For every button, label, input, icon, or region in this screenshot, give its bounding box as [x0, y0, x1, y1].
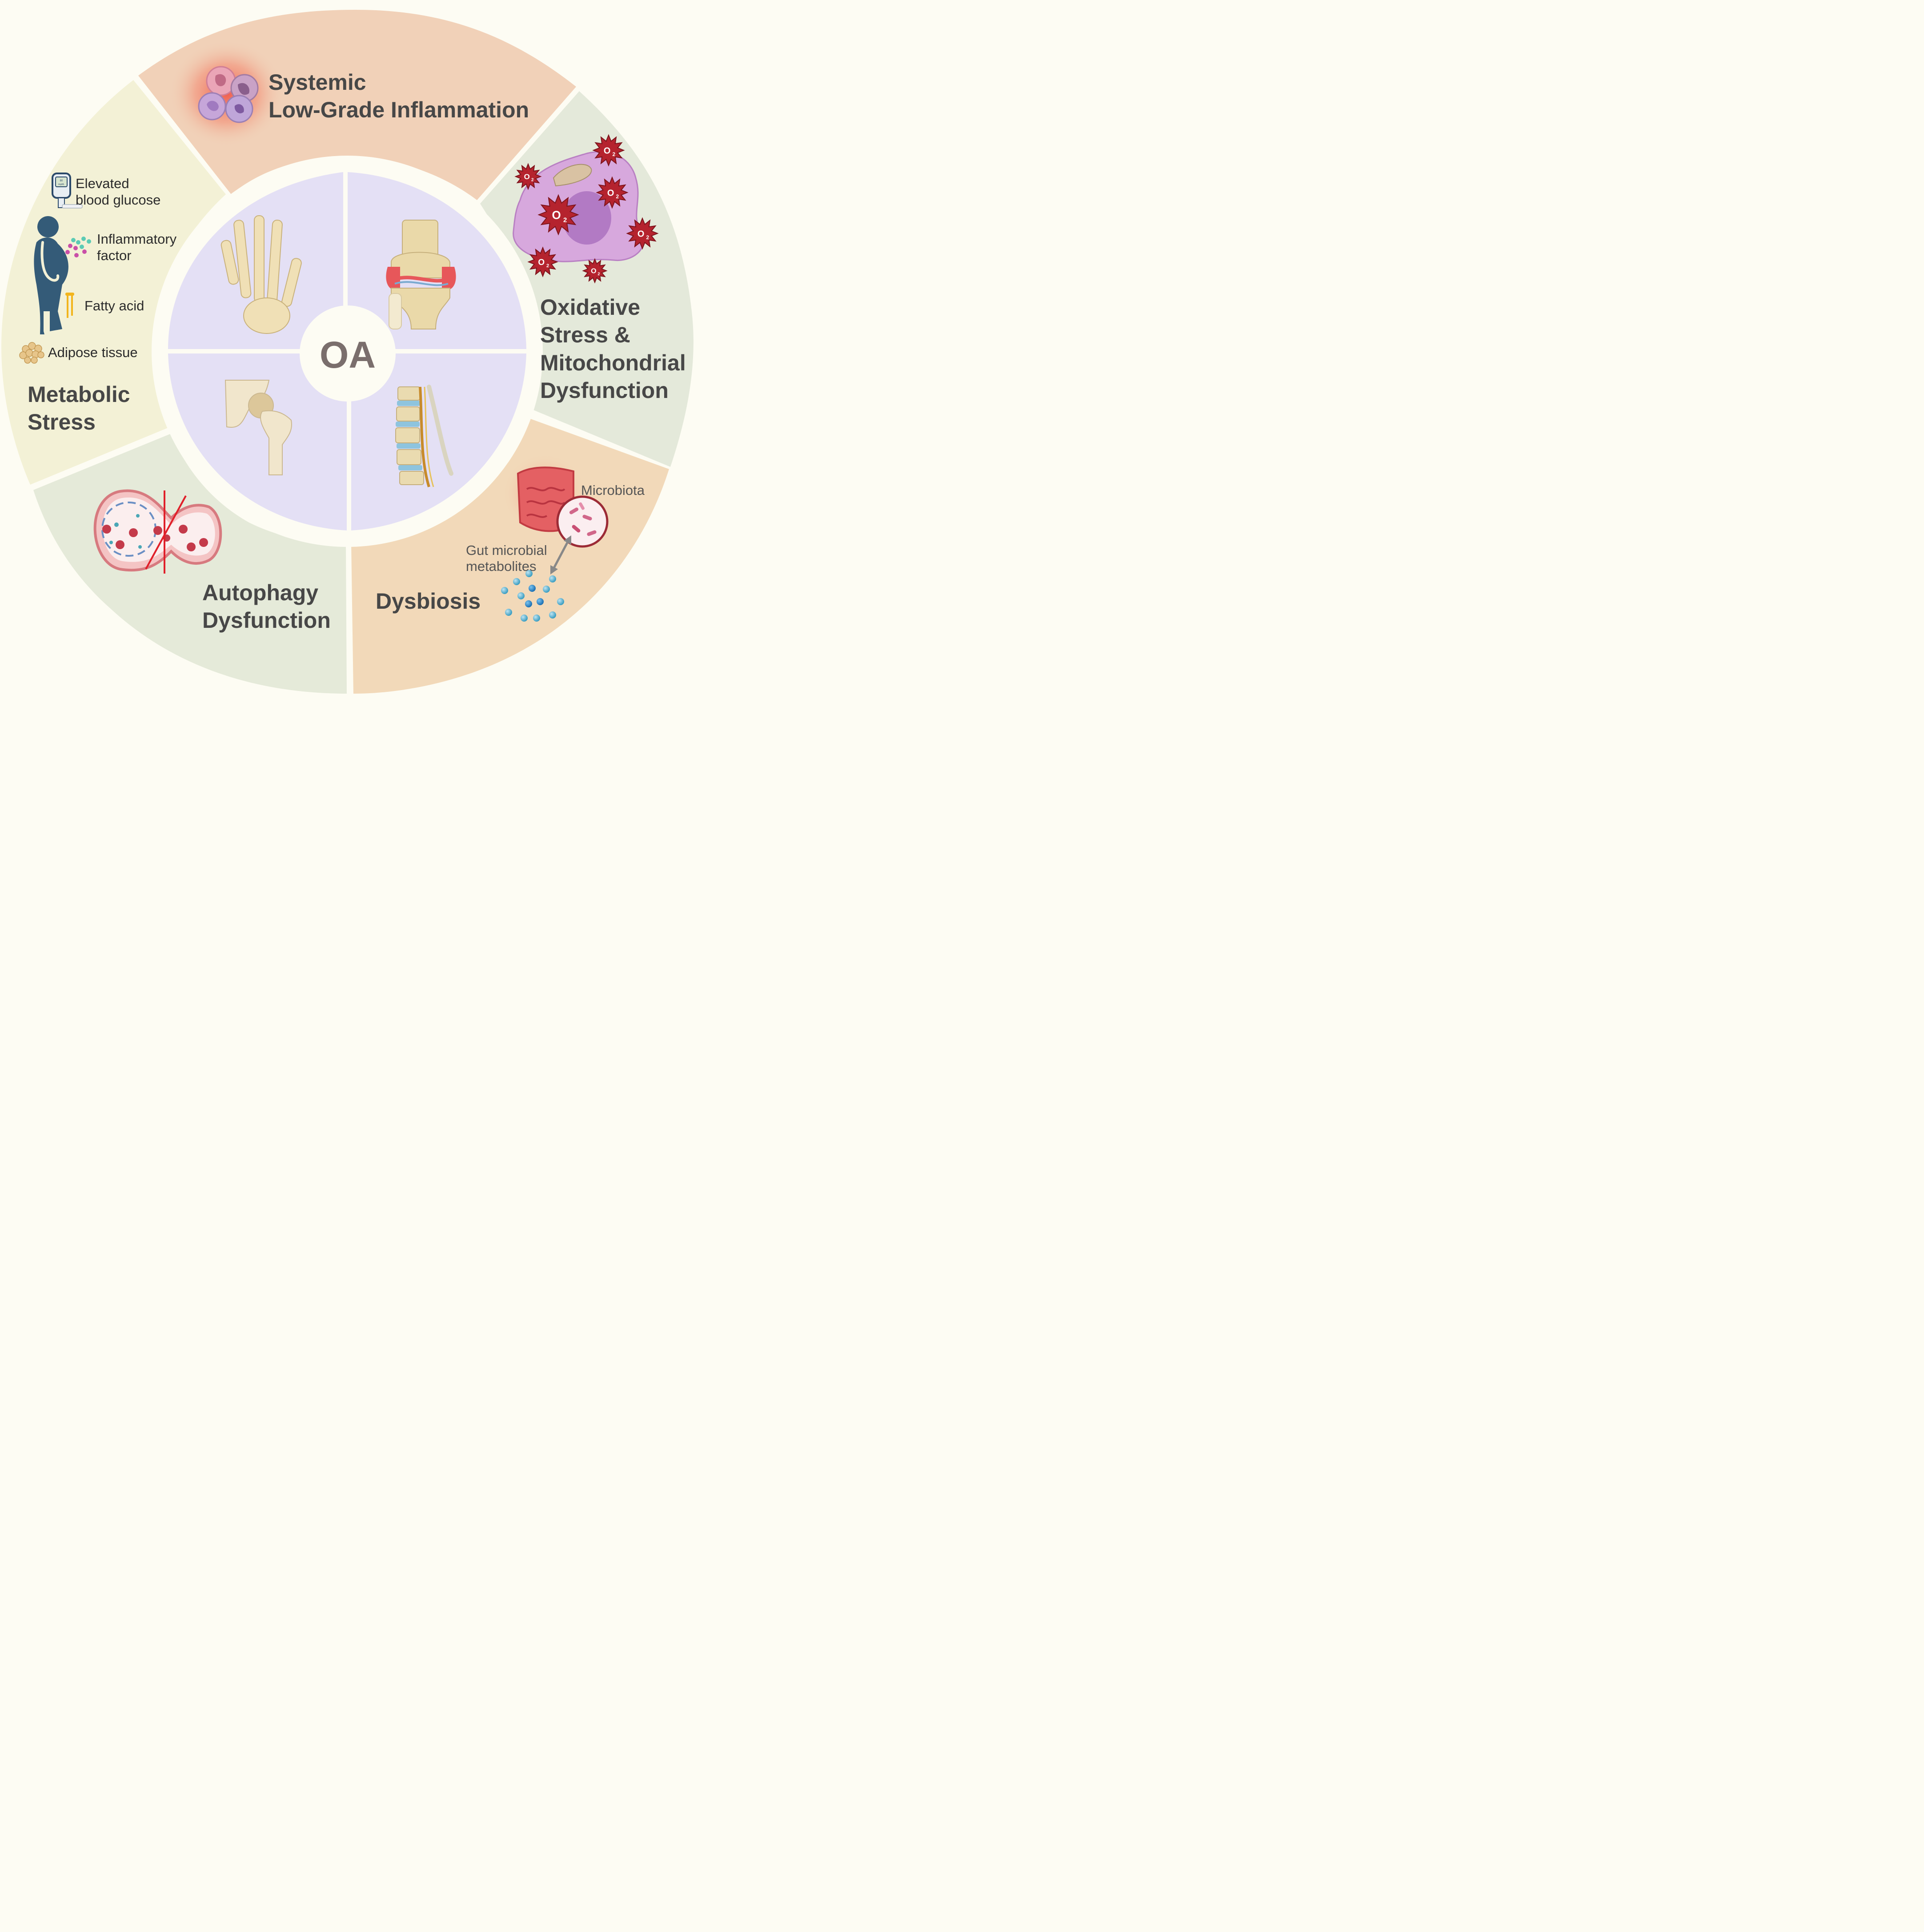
cell-with-ros-icon: [513, 151, 644, 262]
superoxide-label: O: [637, 229, 645, 239]
oxidative-title-line3: Mitochondrial: [540, 350, 686, 375]
oxidative-title-line1: Oxidative: [540, 295, 640, 320]
hand-skeleton-icon: [220, 215, 302, 334]
blocked-cross-icon: [145, 490, 187, 574]
metabolic-title-line2: Stress: [28, 410, 96, 434]
inner-quadrant-bl: [168, 353, 347, 530]
oa-diagram: OA: [0, 0, 694, 697]
inner-circle: OA: [152, 156, 543, 547]
dysbiosis-title: Dysbiosis: [376, 589, 481, 614]
knee-joint-icon: [386, 220, 456, 329]
immune-cells-icon: [198, 66, 259, 123]
metabolic-title-line1: Metabolic: [28, 382, 130, 407]
superoxide-subscript: 2: [598, 272, 600, 276]
superoxide-subscript: 2: [616, 193, 619, 200]
bidirectional-arrow: [551, 538, 570, 571]
inner-quadrant-br: [351, 353, 526, 530]
superoxide-label: O: [607, 188, 614, 198]
metabolites-label-line2: metabolites: [466, 558, 537, 574]
obese-person-icon: [34, 216, 68, 334]
fatty-acid-icon: [65, 293, 74, 318]
superoxide-label: O: [604, 146, 611, 156]
autophagy-title-line1: Autophagy: [202, 580, 318, 605]
microbiota-label: Microbiota: [581, 482, 645, 498]
adipose-label: Adipose tissue: [48, 345, 138, 360]
inflammatory-label-line1: Inflammatory: [97, 231, 177, 247]
hip-joint-icon: [224, 380, 292, 475]
glucose-label-line2: blood glucose: [76, 192, 160, 208]
center-label: OA: [320, 334, 376, 376]
superoxide-subscript: 2: [546, 263, 549, 269]
autophagosome-icon: [93, 489, 222, 572]
arrow-head-down: [550, 565, 558, 574]
segment-dysbiosis: [351, 418, 669, 694]
oxidative-title-line4: Dysfunction: [540, 378, 669, 403]
spine-icon: [395, 385, 453, 487]
meter-reading-unit: mg/dL: [58, 183, 64, 186]
fatty-acid-label: Fatty acid: [84, 298, 144, 313]
metabolite-beads-icon: [501, 570, 564, 622]
arrow-head-up: [564, 535, 571, 545]
inflammation-title-line2: Low-Grade Inflammation: [269, 97, 529, 122]
adipose-tissue-icon: [19, 342, 44, 364]
inflammatory-label-line2: factor: [97, 248, 132, 263]
superoxide-subscript: 2: [613, 151, 616, 157]
center-circle: [300, 305, 396, 402]
superoxide-subscript: 2: [646, 234, 649, 241]
superoxide-label: O: [591, 268, 596, 275]
glucose-label-line1: Elevated: [76, 176, 129, 191]
glucose-meter-icon: 80 mg/dL: [52, 173, 83, 209]
superoxide-label: O: [524, 173, 530, 181]
superoxide-label: O: [538, 258, 545, 267]
oxidative-title-line2: Stress &: [540, 322, 630, 347]
inflammatory-factor-icon: [65, 237, 91, 257]
metabolites-label-line1: Gut microbial: [466, 542, 547, 558]
superoxide-subscript: 2: [531, 178, 534, 183]
autophagy-title-line2: Dysfunction: [202, 608, 331, 633]
meter-reading-value: 80: [60, 180, 63, 182]
superoxide-subscript: 2: [563, 217, 567, 224]
microbiota-zoom-icon: [556, 495, 609, 548]
inflammation-title-line1: Systemic: [269, 70, 366, 95]
superoxide-label: O: [552, 209, 561, 222]
